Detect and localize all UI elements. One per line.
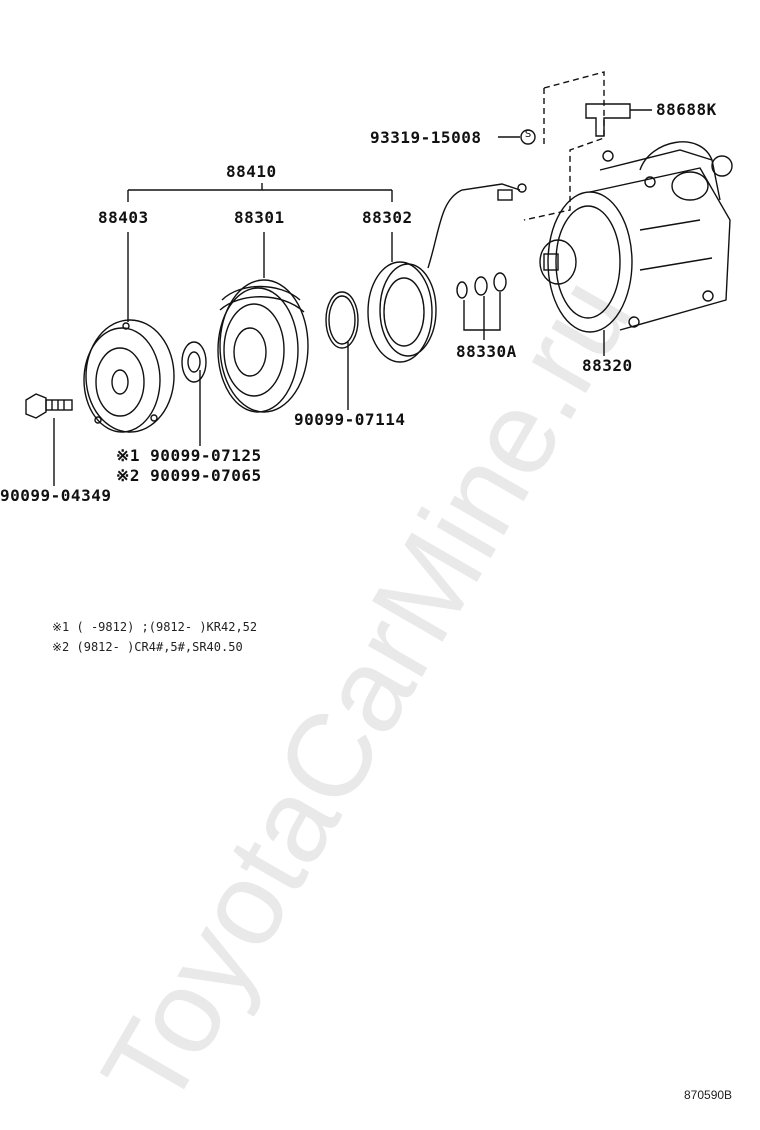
compressor-body <box>539 141 733 333</box>
footnote-2: ※2 (9812- )CR4#,5#,SR40.50 <box>52 640 243 654</box>
label-bracket: 88688K <box>656 100 717 119</box>
assembly-bracket <box>127 183 393 202</box>
label-compressor: 88320 <box>582 356 633 375</box>
label-shim-1: ※1 90099-07125 <box>116 446 262 465</box>
label-assembly: 88410 <box>226 162 277 181</box>
label-pulley: 88301 <box>234 208 285 227</box>
label-shims: 88330A <box>456 342 517 361</box>
pulley <box>217 279 309 413</box>
footnote-1: ※1 ( -9812) ;(9812- )KR42,52 <box>52 620 258 634</box>
pressure-plate <box>83 319 175 433</box>
s-mark-icon <box>520 129 536 145</box>
label-plate: 88403 <box>98 208 149 227</box>
shim-washers <box>456 272 507 299</box>
dashed-mount-outline <box>523 71 605 221</box>
label-stator: 88302 <box>362 208 413 227</box>
stator-coil <box>367 261 437 363</box>
shim-plate <box>181 341 207 383</box>
bracket-part <box>585 103 631 137</box>
label-snap-ring: 90099-07114 <box>294 410 406 429</box>
label-shim-2: ※2 90099-07065 <box>116 466 262 485</box>
snap-ring <box>325 291 359 349</box>
leader-lines <box>53 109 652 486</box>
wire-harness <box>427 183 527 269</box>
bolt <box>25 393 73 419</box>
label-bolt-s: 93319-15008 <box>370 128 482 147</box>
s-mark-label: S <box>524 129 532 140</box>
figure-id: 870590B <box>684 1088 733 1102</box>
label-bolt: 90099-04349 <box>0 486 112 505</box>
